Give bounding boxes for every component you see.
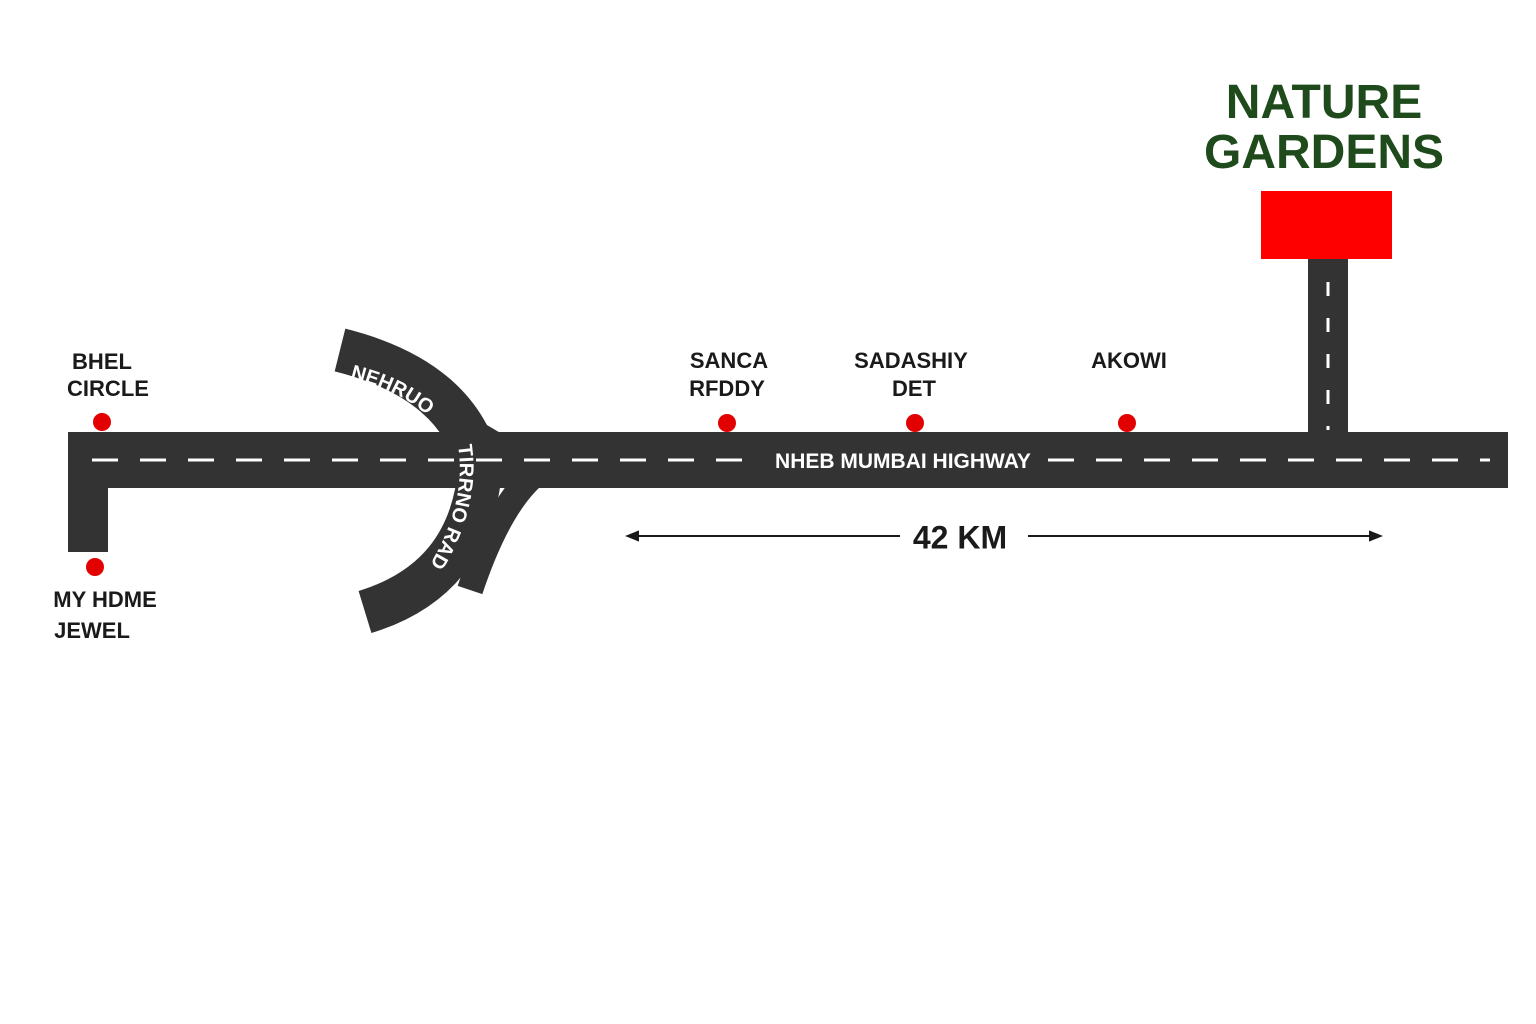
- stop-sanca-rfddy: SANCA RFDDY: [689, 348, 768, 432]
- highway: NHEB MUMBAI HIGHWAY: [68, 432, 1508, 552]
- stop-label-line2: RFDDY: [689, 376, 765, 401]
- stop-marker: [718, 414, 736, 432]
- stop-sadashiy-det: SADASHIY DET: [854, 348, 968, 432]
- spur-road: [68, 432, 108, 552]
- stop-label-line1: SANCA: [690, 348, 768, 373]
- stop-label-line2: JEWEL: [54, 618, 130, 643]
- stop-label-line1: AKOWI: [1091, 348, 1167, 373]
- destination: NATURE GARDENS: [1204, 76, 1444, 259]
- destination-title-line1: NATURE: [1226, 76, 1422, 129]
- destination-access-road: [1308, 258, 1348, 434]
- stop-akowi: AKOWI: [1091, 348, 1167, 432]
- stop-marker: [1118, 414, 1136, 432]
- distance-indicator: 42 KM: [625, 519, 1383, 555]
- stop-marker: [86, 558, 104, 576]
- stop-marker: [906, 414, 924, 432]
- stop-label-line1: SADASHIY: [854, 348, 968, 373]
- stop-label-line2: DET: [892, 376, 937, 401]
- destination-marker: [1261, 191, 1392, 259]
- destination-title-line2: GARDENS: [1204, 126, 1444, 179]
- highway-label: NHEB MUMBAI HIGHWAY: [775, 450, 1031, 473]
- stop-label-line2: CIRCLE: [67, 376, 149, 401]
- stop-my-home-jewel: MY HDME JEWEL: [53, 558, 157, 643]
- stop-label-line1: MY HDME: [53, 587, 157, 612]
- stop-marker: [93, 413, 111, 431]
- stop-bhel-circle: BHEL CIRCLE: [67, 349, 149, 431]
- distance-label: 42 KM: [913, 519, 1007, 555]
- stop-label-line1: BHEL: [72, 349, 132, 374]
